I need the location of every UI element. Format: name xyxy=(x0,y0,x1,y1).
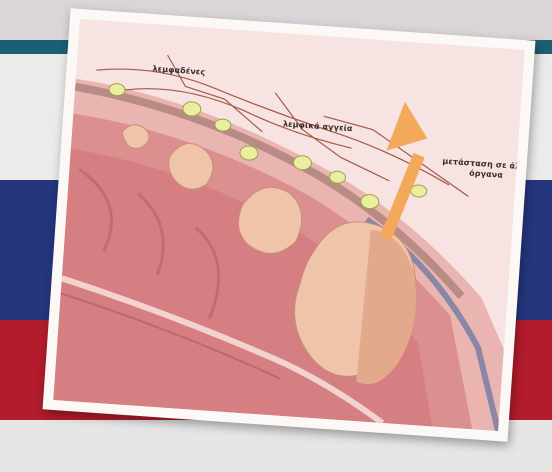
metastasis-arrow xyxy=(380,101,430,243)
illustration-card: λεμφαδένες λεμφικά αγγεία μετάσταση σε ά… xyxy=(43,8,536,442)
colon-cancer-illustration xyxy=(53,19,525,431)
illustration-frame: λεμφαδένες λεμφικά αγγεία μετάσταση σε ά… xyxy=(53,19,525,431)
